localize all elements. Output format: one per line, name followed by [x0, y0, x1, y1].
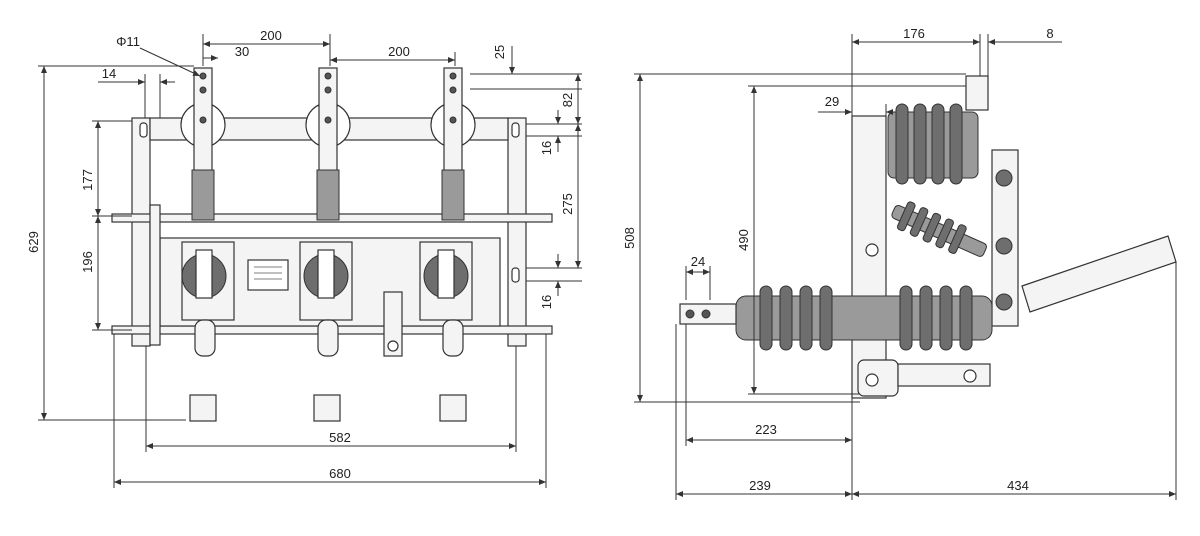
dim-side-height-508: 508 [622, 227, 637, 249]
extended-blade [1021, 235, 1177, 313]
phase-2-blade [317, 249, 335, 299]
dim-right-82: 82 [560, 93, 575, 107]
top-insulator [887, 103, 979, 185]
right-slot-bottom [511, 267, 520, 283]
dim-right-16-top: 16 [539, 141, 554, 155]
side-view: 176 8 29 508 490 24 223 239 [622, 26, 1177, 500]
phase-3-blade [437, 249, 455, 299]
dim-bottom-680: 680 [329, 466, 351, 481]
phase-3-spring [441, 169, 465, 221]
dim-bottom-434: 434 [1007, 478, 1029, 493]
dim-right-275: 275 [560, 193, 575, 215]
dim-side-top-8: 8 [1046, 26, 1053, 41]
phase-1-lower-link [194, 319, 216, 357]
phase-2-spring [316, 169, 340, 221]
phase-3-bottom-terminal [439, 394, 467, 422]
phase-3 [419, 67, 476, 422]
phase-1-spring [191, 169, 215, 221]
phase-2-bottom-terminal [313, 394, 341, 422]
phase-1-blade [195, 249, 213, 299]
phase-2-lower-link [317, 319, 339, 357]
dim-phase-spacing-1: 200 [260, 28, 282, 43]
right-slot-top [511, 122, 520, 138]
dim-hole-diameter: Φ11 [116, 34, 140, 49]
dim-bottom-223: 223 [755, 422, 777, 437]
nameplate [247, 259, 289, 291]
dim-side-height-490: 490 [736, 229, 751, 251]
left-side-plate [131, 117, 151, 347]
dim-bottom-239: 239 [749, 478, 771, 493]
dim-left-196: 196 [80, 251, 95, 273]
side-mounting-plate [851, 115, 887, 399]
phase-1 [180, 67, 235, 422]
phase-1-bottom-terminal [189, 394, 217, 422]
dim-side-top-176: 176 [903, 26, 925, 41]
dim-right-16-bottom: 16 [539, 295, 554, 309]
front-view: 200 200 30 Φ11 14 25 82 16 275 [26, 28, 582, 488]
dim-terminal-24: 24 [691, 254, 705, 269]
dim-total-height-629: 629 [26, 231, 41, 253]
side-top-terminal [965, 75, 989, 111]
dim-offset-30: 30 [235, 44, 249, 59]
phase-3-lower-link [442, 319, 464, 357]
diagonal-insulator [891, 201, 987, 257]
dim-left-177: 177 [80, 169, 95, 191]
dim-phase-spacing-2: 200 [388, 44, 410, 59]
dim-side-29: 29 [825, 94, 839, 109]
dim-bottom-582: 582 [329, 430, 351, 445]
horizontal-bushing [735, 285, 993, 351]
right-side-plate [507, 117, 527, 347]
dim-offset-14: 14 [102, 66, 116, 81]
left-slot-top [139, 122, 148, 138]
left-operating-lever [149, 204, 161, 346]
dim-top-25: 25 [492, 45, 507, 59]
phase-2 [299, 67, 353, 422]
center-bracket [383, 291, 403, 357]
